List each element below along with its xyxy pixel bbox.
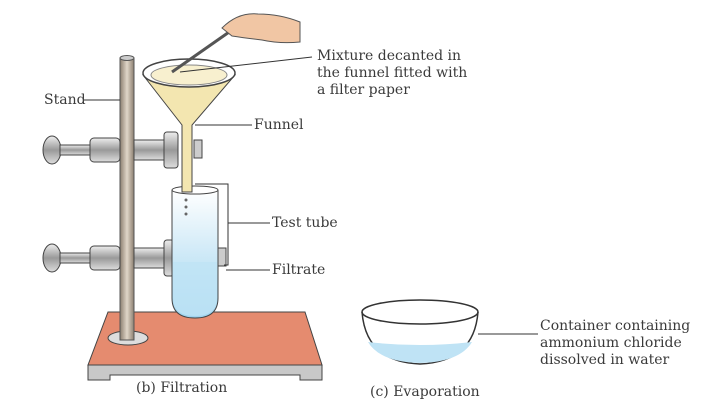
label-filtrate: Filtrate <box>272 262 326 278</box>
hand <box>221 13 301 44</box>
label-mixture-line2: the funnel fitted with <box>317 65 468 81</box>
label-container: Container containing ammonium chloride d… <box>540 318 690 369</box>
funnel <box>141 58 237 216</box>
label-test-tube: Test tube <box>272 215 338 231</box>
test-tube <box>171 185 219 319</box>
leader-lines <box>84 56 538 335</box>
glass-rod <box>171 28 233 74</box>
label-container-line1: Container containing <box>540 318 691 334</box>
label-funnel: Funnel <box>254 117 304 133</box>
label-container-line2: ammonium chloride <box>540 335 682 351</box>
label-mixture-line1: Mixture decanted in <box>317 48 462 64</box>
label-mixture: Mixture decanted in the funnel fitted wi… <box>317 48 467 99</box>
label-mixture-line3: a filter paper <box>317 82 410 98</box>
caption-filtration: (b) Filtration <box>136 380 228 396</box>
evaporating-dish <box>361 299 479 365</box>
upper-clamp <box>42 131 203 169</box>
label-stand: Stand <box>44 92 86 108</box>
caption-evaporation: (c) Evaporation <box>370 384 480 400</box>
label-container-line3: dissolved in water <box>540 352 670 368</box>
stand-rod <box>119 57 135 341</box>
stand-base <box>87 311 323 381</box>
